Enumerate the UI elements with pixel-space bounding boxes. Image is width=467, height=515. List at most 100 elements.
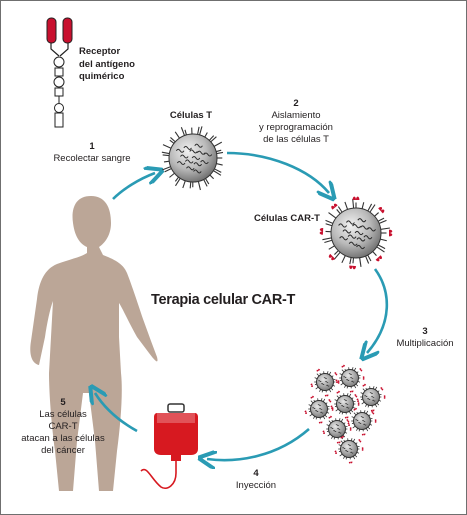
receptor-marker xyxy=(335,379,338,384)
step-text: atacan a las células xyxy=(21,433,105,444)
cycle-arrow-icon xyxy=(95,393,138,433)
cell-squiggle xyxy=(367,398,371,400)
cell-squiggle xyxy=(348,373,352,375)
cell-squiggle xyxy=(367,227,376,232)
step-text: Las células xyxy=(39,409,87,420)
cell-body xyxy=(336,395,354,413)
cell-squiggle xyxy=(338,431,342,434)
cell-spike xyxy=(328,212,338,220)
cell-squiggle xyxy=(363,235,373,240)
cell-squiggle xyxy=(362,420,366,422)
receptor-marker xyxy=(337,380,340,384)
receptor-marker xyxy=(356,398,359,403)
cell-squiggle xyxy=(312,407,316,409)
cell-body xyxy=(362,388,380,406)
cell-body xyxy=(340,440,358,458)
cell-body xyxy=(353,412,371,430)
cycle-arrows xyxy=(95,151,389,460)
cell-squiggle xyxy=(186,166,195,171)
receptor-marker xyxy=(359,368,363,372)
t-cell-icon xyxy=(161,126,224,191)
cell-squiggle xyxy=(341,405,345,407)
cycle-arrow-icon xyxy=(112,173,155,200)
cycle-arrow-icon xyxy=(367,268,389,353)
cell-squiggle xyxy=(352,224,362,229)
receptor-marker xyxy=(328,399,332,403)
receptor-label-line: Receptor xyxy=(79,46,121,57)
receptor-label-line: quimérico xyxy=(79,71,125,82)
multiplied-cells-icon xyxy=(304,364,386,464)
receptor-marker xyxy=(346,419,350,423)
cell-spike xyxy=(358,256,362,267)
cycle-arrow-icon xyxy=(207,428,310,460)
cell-squiggle xyxy=(335,424,339,426)
cycle-arrow-icon xyxy=(226,151,329,193)
receptor-marker xyxy=(324,394,329,397)
car-t-cell-icon xyxy=(319,196,393,270)
cell-squiggle xyxy=(175,148,185,153)
cell-squiggle xyxy=(347,234,357,239)
cell-squiggle xyxy=(363,423,367,426)
receptor-label: Receptor del antígeno quimérico xyxy=(79,46,169,84)
receptor-marker xyxy=(357,402,360,406)
receptor-marker xyxy=(371,411,375,415)
cell-squiggle xyxy=(193,162,203,167)
receptor-marker xyxy=(358,439,362,443)
receptor-marker xyxy=(380,387,384,391)
cell-squiggle xyxy=(346,220,355,225)
cell-squiggle xyxy=(350,377,354,379)
step-text: de las células T xyxy=(263,134,329,145)
cell-squiggle xyxy=(326,384,330,387)
receptor-marker xyxy=(374,419,377,423)
receptor-marker xyxy=(354,394,358,398)
cell-body xyxy=(316,373,334,391)
receptor-marker xyxy=(334,372,338,376)
cell-squiggle xyxy=(337,428,341,430)
cell-squiggle xyxy=(346,406,350,409)
receptor-marker xyxy=(318,421,323,424)
step-text: y reprogramación xyxy=(259,122,333,133)
receptor-marker xyxy=(352,196,360,200)
receptor-marker xyxy=(341,364,346,368)
cell-squiggle xyxy=(333,430,337,432)
step-number: 5 xyxy=(60,397,66,408)
car-t-label: Células CAR-T xyxy=(254,213,320,224)
receptor-marker xyxy=(304,410,307,415)
cell-squiggle xyxy=(355,419,359,421)
cell-squiggle xyxy=(339,236,349,241)
cell-squiggle xyxy=(193,169,202,174)
receptor-marker xyxy=(389,229,393,237)
t-cells-label: Células T xyxy=(169,110,213,121)
cell-squiggle xyxy=(350,451,354,454)
receptor-marker xyxy=(349,427,352,431)
cell-body xyxy=(310,400,328,418)
step-number: 3 xyxy=(422,326,428,337)
cell-squiggle xyxy=(349,448,353,450)
cell-squiggle xyxy=(325,381,329,383)
cell-squiggle xyxy=(176,160,186,166)
cell-squiggle xyxy=(315,410,319,412)
cell-squiggle xyxy=(317,404,321,406)
cell-squiggle xyxy=(191,155,201,161)
receptor-marker xyxy=(362,376,365,380)
cell-squiggle xyxy=(323,377,327,379)
cell-body xyxy=(341,369,359,387)
cell-squiggle xyxy=(356,237,366,242)
cell-spike xyxy=(375,245,385,253)
receptor-marker xyxy=(319,227,324,235)
step-text: del cáncer xyxy=(41,445,85,456)
receptor-marker xyxy=(347,422,350,427)
receptor-marker xyxy=(340,435,345,439)
cell-squiggle xyxy=(348,241,358,246)
receptor-marker xyxy=(353,407,358,411)
cell-squiggle xyxy=(343,399,347,401)
cell-spike xyxy=(379,227,390,231)
cell-squiggle xyxy=(354,230,364,236)
step-3-label: 3 Multiplicación xyxy=(387,326,463,350)
cell-squiggle xyxy=(194,143,203,148)
cell-squiggle xyxy=(321,383,325,385)
receptor-marker xyxy=(336,390,341,394)
step-text: Recolectar sangre xyxy=(53,153,131,164)
